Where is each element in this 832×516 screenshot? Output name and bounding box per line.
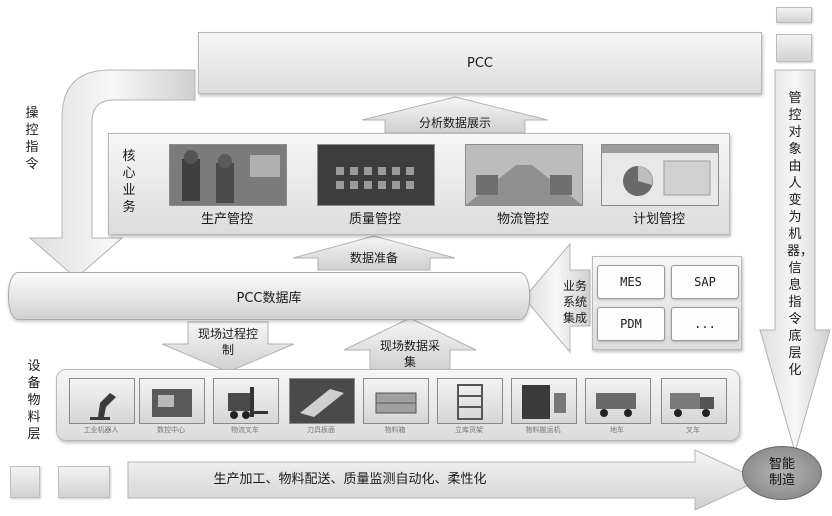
integration-label: 业务系统集成 xyxy=(562,279,587,325)
deco-square xyxy=(776,7,812,23)
smart-manufacturing-circle: 智能制造 xyxy=(742,446,822,500)
pcc-banner: PCC xyxy=(198,32,762,94)
equipment-panel: 工业机器人 数控中心 物流叉车 刀具板面 物料箱 立库货架 物料搬运机 xyxy=(56,369,740,441)
control-object-label: 管控对象由人变为机器，信息指令底层化 xyxy=(787,91,814,378)
production-photo xyxy=(169,144,287,206)
core-item-label: 物流管控 xyxy=(496,212,549,227)
system-more: ... xyxy=(671,307,739,341)
core-item-label: 生产管控 xyxy=(200,212,253,227)
equipment-layer-label: 设备物料层 xyxy=(27,359,41,442)
bottom-right-arrow xyxy=(127,449,762,511)
right-down-arrow xyxy=(759,69,831,454)
robot-icon xyxy=(69,378,135,424)
analysis-display-label: 分析数据展示 xyxy=(418,116,491,130)
cart-icon xyxy=(585,378,651,424)
truck-icon xyxy=(661,378,727,424)
systems-panel: MES SAP PDM ... xyxy=(592,256,742,350)
smart-manufacturing-label: 智能制造 xyxy=(768,457,795,488)
system-mes: MES xyxy=(597,265,665,299)
core-item-label: 质量管控 xyxy=(348,212,401,227)
forklift-icon xyxy=(213,378,279,424)
equipment-item-label: 物料搬运机 xyxy=(525,426,561,434)
pcc-banner-label: PCC xyxy=(467,55,493,71)
field-control-down-arrow xyxy=(161,321,295,373)
field-collect-up-arrow xyxy=(343,317,477,373)
cnc-machine-icon xyxy=(139,378,205,424)
equipment-item-label: 叉车 xyxy=(686,426,700,434)
equipment-item-label: 物料箱 xyxy=(384,426,406,434)
equipment-item-label: 地车 xyxy=(610,426,624,434)
planning-photo xyxy=(601,144,719,206)
equipment-item-label: 刀具板面 xyxy=(307,426,335,434)
material-box-icon xyxy=(363,378,429,424)
handling-machine-icon xyxy=(511,378,577,424)
deco-square xyxy=(10,466,40,498)
equipment-item-label: 工业机器人 xyxy=(83,426,119,434)
tool-board-icon xyxy=(289,378,355,424)
system-sap: SAP xyxy=(671,265,739,299)
equipment-item-label: 物流叉车 xyxy=(231,426,259,434)
shelf-icon xyxy=(437,378,503,424)
deco-square xyxy=(58,466,110,498)
data-prep-label: 数据准备 xyxy=(349,251,398,265)
core-item-label: 计划管控 xyxy=(632,212,685,227)
control-command-label: 操控指令 xyxy=(25,106,39,172)
curved-down-arrow xyxy=(28,69,196,279)
field-collect-label: 现场数据采集 xyxy=(380,339,441,369)
logistics-photo xyxy=(465,144,583,206)
analysis-up-arrow xyxy=(361,96,549,134)
integration-left-arrow xyxy=(523,242,591,354)
core-business-label: 核心业务 xyxy=(122,149,136,215)
equipment-item-label: 数控中心 xyxy=(157,426,185,434)
quality-photo xyxy=(317,144,435,206)
field-control-label: 现场过程控制 xyxy=(198,327,259,357)
pcc-database: PCC数据库 xyxy=(8,272,530,320)
automation-label: 生产加工、物料配送、质量监测自动化、柔性化 xyxy=(213,472,487,487)
deco-square xyxy=(776,34,812,62)
system-pdm: PDM xyxy=(597,307,665,341)
data-prep-up-arrow xyxy=(292,235,456,271)
core-business-panel: 核心业务 生产管控 xyxy=(108,133,730,235)
pcc-database-label: PCC数据库 xyxy=(236,290,302,306)
equipment-item-label: 立库货架 xyxy=(455,426,483,434)
